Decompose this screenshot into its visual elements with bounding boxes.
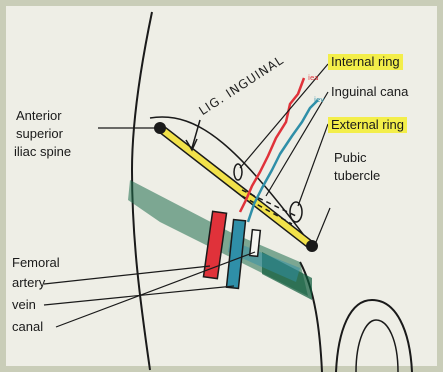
femoral-artery-pointer bbox=[44, 266, 210, 284]
scrotal-outline bbox=[336, 300, 412, 372]
annotation-iea: iea bbox=[308, 74, 319, 82]
label-anterior: Anterior bbox=[16, 108, 62, 124]
external-ring-marker bbox=[290, 202, 302, 222]
pubic-tubercle-pointer bbox=[316, 208, 330, 242]
label-tubercle: tubercle bbox=[334, 168, 380, 184]
label-femoral-canal: canal bbox=[12, 319, 43, 335]
label-iliac-spine: iliac spine bbox=[14, 144, 71, 160]
label-femoral: Femoral bbox=[12, 255, 60, 271]
label-external-ring: External ring bbox=[328, 117, 407, 133]
inguinal-canal-pointer bbox=[266, 92, 328, 196]
label-internal-ring: Internal ring bbox=[328, 54, 403, 70]
label-pubic: Pubic bbox=[334, 150, 367, 166]
femoral-vein-shape bbox=[226, 220, 245, 289]
annotation-iev: iev bbox=[314, 96, 324, 104]
label-superior: superior bbox=[16, 126, 63, 142]
iea-line bbox=[240, 78, 304, 212]
label-femoral-vein: vein bbox=[12, 297, 36, 313]
femoral-canal-pointer bbox=[56, 252, 255, 327]
scrotal-inner bbox=[356, 320, 398, 372]
external-ring-pointer bbox=[298, 124, 328, 206]
label-femoral-artery: artery bbox=[12, 275, 45, 291]
label-inguinal-canal: Inguinal cana bbox=[331, 84, 408, 100]
